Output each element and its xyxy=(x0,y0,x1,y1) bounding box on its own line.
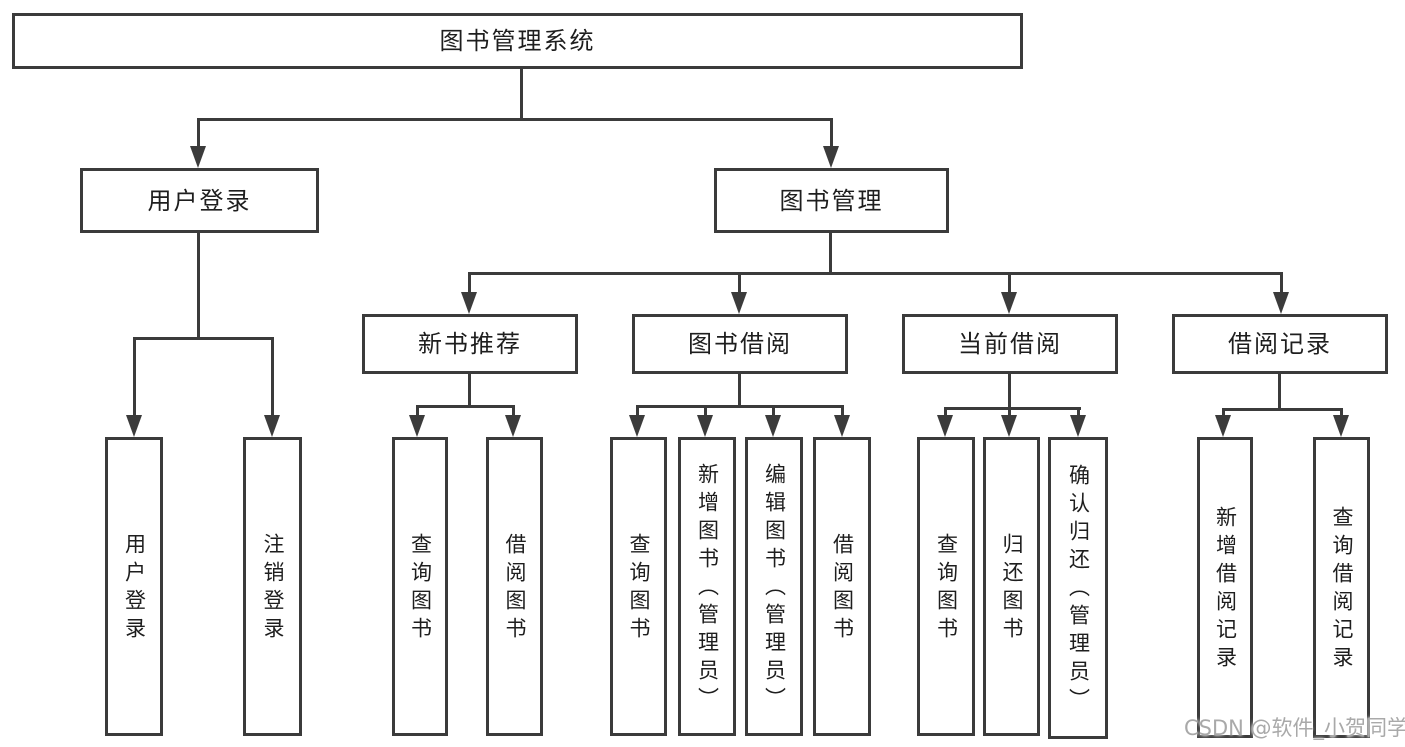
connector-line xyxy=(133,337,274,340)
arrow-down-icon xyxy=(697,415,713,437)
connector-line xyxy=(830,118,833,148)
connector-line xyxy=(133,337,136,417)
connector-line xyxy=(1077,407,1080,419)
arrow-down-icon xyxy=(1001,415,1017,437)
connector-line xyxy=(197,118,833,121)
connector-line xyxy=(704,405,707,417)
node-leaf-user-login: 用户登录 xyxy=(105,437,163,736)
arrow-down-icon xyxy=(1001,292,1017,314)
node-leaf-add-books-admin: 新增图书（管理员） xyxy=(678,437,736,736)
connector-line xyxy=(1280,272,1283,294)
node-leaf-query-books-2: 查询图书 xyxy=(610,437,667,736)
connector-line xyxy=(512,405,515,417)
arrow-down-icon xyxy=(126,415,142,437)
node-leaf-borrow-books-2: 借阅图书 xyxy=(813,437,871,736)
node-new-book-recommend: 新书推荐 xyxy=(362,314,578,374)
connector-line xyxy=(1008,272,1011,294)
arrow-down-icon xyxy=(461,292,477,314)
node-leaf-borrow-books-1: 借阅图书 xyxy=(486,437,543,736)
connector-line xyxy=(416,405,419,417)
connector-line xyxy=(944,407,1081,410)
connector-line xyxy=(520,69,523,120)
node-leaf-query-books-1: 查询图书 xyxy=(392,437,448,736)
connector-line xyxy=(841,405,844,417)
connector-line xyxy=(271,337,274,417)
connector-line xyxy=(197,233,200,340)
node-leaf-logout: 注销登录 xyxy=(243,437,302,736)
arrow-down-icon xyxy=(264,415,280,437)
arrow-down-icon xyxy=(409,415,425,437)
arrow-down-icon xyxy=(190,146,206,168)
node-borrow-records: 借阅记录 xyxy=(1172,314,1388,374)
connector-line xyxy=(829,233,832,275)
connector-line xyxy=(1008,407,1011,419)
connector-line xyxy=(944,407,947,419)
connector-line xyxy=(738,272,741,294)
node-leaf-add-borrow-record: 新增借阅记录 xyxy=(1197,437,1253,738)
arrow-down-icon xyxy=(937,415,953,437)
connector-line xyxy=(738,374,741,407)
arrow-down-icon xyxy=(834,415,850,437)
arrow-down-icon xyxy=(1273,292,1289,314)
arrow-down-icon xyxy=(1333,415,1349,437)
node-current-borrow: 当前借阅 xyxy=(902,314,1118,374)
arrow-down-icon xyxy=(765,415,781,437)
arrow-down-icon xyxy=(505,415,521,437)
connector-line xyxy=(1340,408,1343,419)
connector-line xyxy=(197,118,200,148)
arrow-down-icon xyxy=(1070,415,1086,437)
connector-line xyxy=(636,405,639,417)
connector-line xyxy=(468,272,1283,275)
arrow-down-icon xyxy=(731,292,747,314)
connector-line xyxy=(416,405,515,408)
node-leaf-query-books-3: 查询图书 xyxy=(917,437,975,736)
arrow-down-icon xyxy=(823,146,839,168)
arrow-down-icon xyxy=(1215,415,1231,437)
connector-line xyxy=(1278,374,1281,410)
connector-line xyxy=(772,405,775,417)
node-book-management-branch: 图书管理 xyxy=(714,168,949,233)
node-leaf-query-borrow-record: 查询借阅记录 xyxy=(1313,437,1370,738)
arrow-down-icon xyxy=(629,415,645,437)
node-book-borrow: 图书借阅 xyxy=(632,314,848,374)
connector-line xyxy=(468,272,471,294)
connector-line xyxy=(636,405,844,408)
csdn-watermark: CSDN @软件_小贺同学 xyxy=(1184,716,1405,740)
connector-line xyxy=(468,374,471,407)
node-library-system: 图书管理系统 xyxy=(12,13,1023,69)
connector-line xyxy=(1222,408,1225,419)
node-leaf-edit-books-admin: 编辑图书（管理员） xyxy=(745,437,803,736)
node-leaf-return-books: 归还图书 xyxy=(983,437,1040,736)
connector-line xyxy=(1222,408,1343,411)
node-leaf-confirm-return-admin: 确认归还（管理员） xyxy=(1048,437,1108,739)
node-user-login-branch: 用户登录 xyxy=(80,168,319,233)
connector-line xyxy=(1008,374,1011,409)
